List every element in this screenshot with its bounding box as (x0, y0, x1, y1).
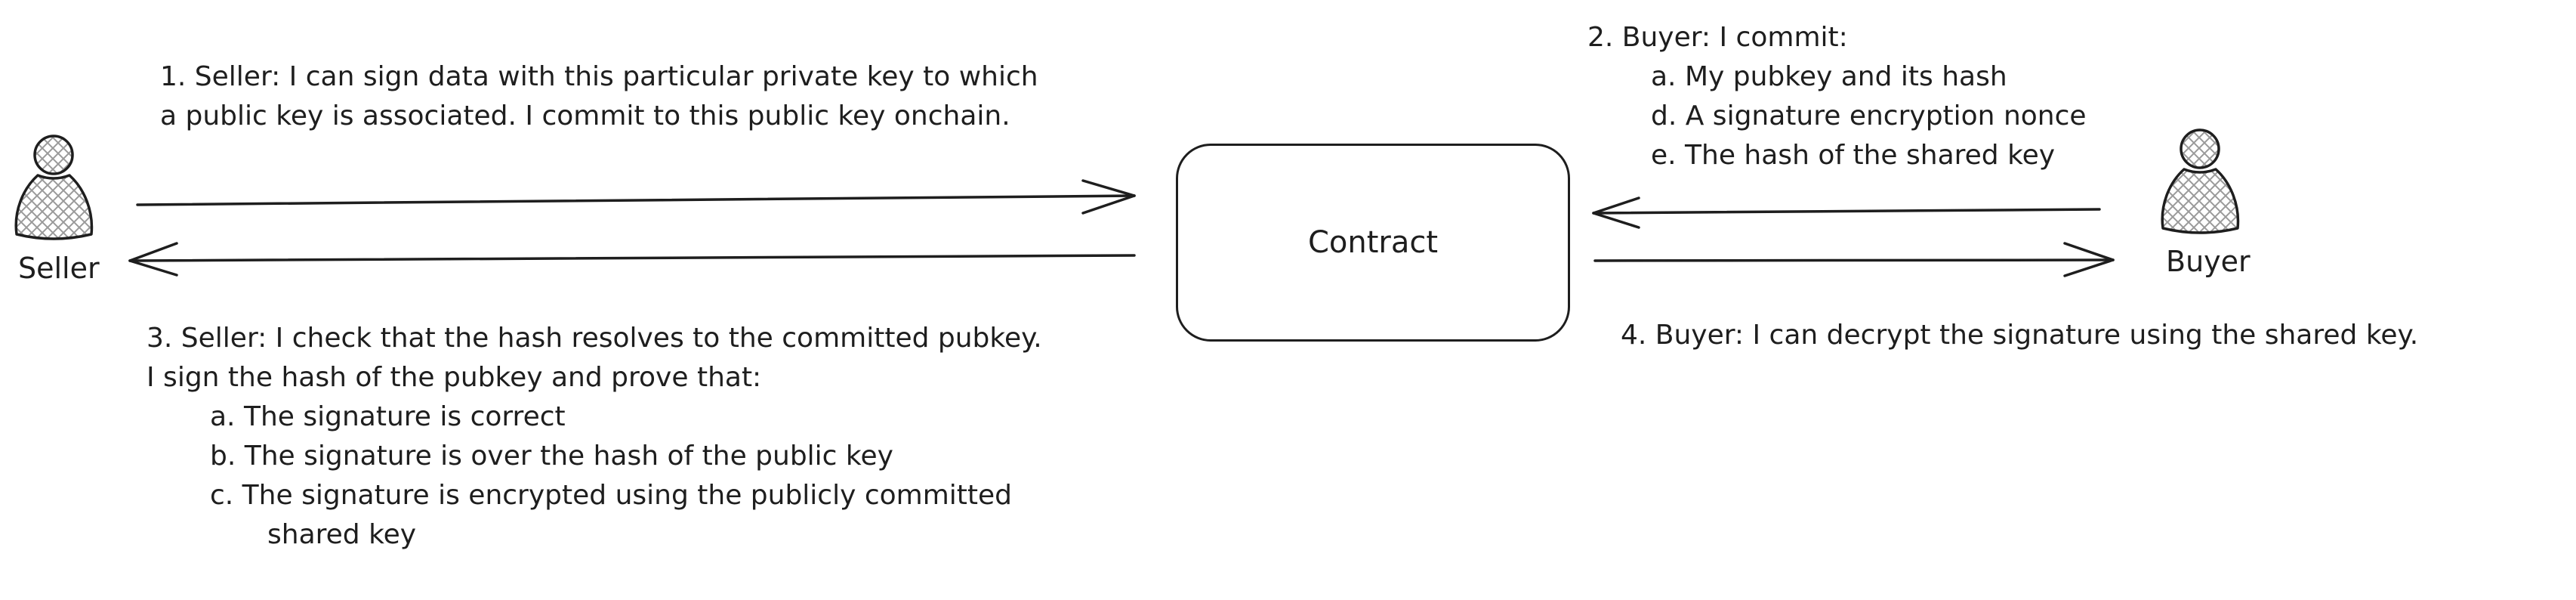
seller-person-icon (14, 135, 94, 240)
step2-item-e: e. The hash of the shared key (1651, 140, 2056, 171)
arrow-seller-to-contract (136, 179, 1136, 215)
buyer-label: Buyer (2166, 245, 2251, 278)
contract-label: Contract (1307, 225, 1439, 260)
arrow-contract-to-buyer (1593, 242, 2115, 277)
seller-label: Seller (18, 252, 100, 285)
step4-line: 4. Buyer: I can decrypt the signature us… (1621, 320, 2419, 351)
contract-node: Contract (1176, 144, 1570, 342)
arrow-contract-to-seller (128, 242, 1136, 277)
buyer-person-icon (2161, 128, 2240, 234)
step1-text: 1. Seller: I can sign data with this par… (160, 57, 1038, 136)
step3-text: 3. Seller: I check that the hash resolve… (147, 319, 1042, 555)
step3-item-c-continuation: shared key (267, 519, 417, 550)
step4-text: 4. Buyer: I can decrypt the signature us… (1621, 316, 2418, 355)
step1-line-2: a public key is associated. I commit to … (160, 101, 1010, 131)
step3-item-a: a. The signature is correct (210, 401, 566, 432)
step3-item-b: b. The signature is over the hash of the… (210, 441, 893, 472)
step1-line-1: 1. Seller: I can sign data with this par… (160, 61, 1038, 92)
arrow-buyer-to-contract (1592, 196, 2101, 229)
step2-item-a: a. My pubkey and its hash (1651, 61, 2007, 92)
step2-title: 2. Buyer: I commit: (1587, 22, 1848, 53)
step2-text: 2. Buyer: I commit: a. My pubkey and its… (1587, 18, 2087, 175)
step2-item-d: d. A signature encryption nonce (1651, 101, 2087, 131)
step3-line-2: I sign the hash of the pubkey and prove … (147, 362, 762, 393)
step3-line-1: 3. Seller: I check that the hash resolve… (147, 323, 1042, 354)
step3-item-c: c. The signature is encrypted using the … (210, 480, 1013, 511)
